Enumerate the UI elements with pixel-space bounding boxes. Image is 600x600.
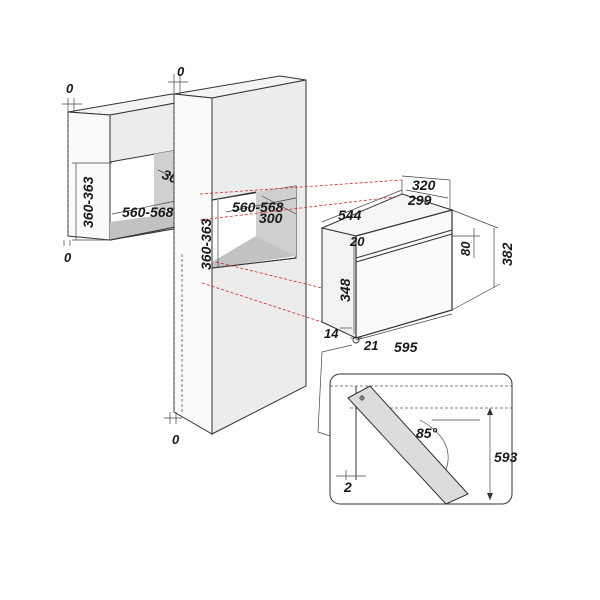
oven-panel-height-label: 80 [458, 241, 473, 256]
tall-bottom-gap-label: 0 [172, 432, 180, 447]
wall-top-gap-label: 0 [66, 81, 74, 96]
oven-front-top-label: 20 [349, 234, 365, 249]
wall-niche-height-label: 360-363 [80, 176, 96, 228]
tall-cabinet [173, 75, 307, 435]
wall-niche-width-label: 560-568 [122, 204, 174, 220]
tall-cabinet-dimension-lines [164, 74, 297, 424]
oven-width-label: 595 [394, 339, 418, 355]
tall-niche-width-label: 560-568 [232, 199, 284, 215]
oven-depth-total-label: 544 [338, 207, 362, 223]
door-angle-label: 85° [416, 425, 438, 441]
projection-lines [199, 179, 403, 323]
oven-dimension-lines [321, 175, 501, 341]
door-height-label: 593 [494, 449, 518, 465]
tall-niche-depth-label: 300 [259, 210, 283, 226]
oven-total-height-label: 382 [499, 242, 515, 266]
detail-callout [317, 336, 513, 505]
tall-top-gap-label: 0 [177, 64, 185, 79]
oven [320, 180, 454, 339]
oven-depth-b-label: 299 [407, 192, 432, 208]
door-gap-label: 2 [343, 479, 352, 495]
wall-bottom-gap-label: 0 [64, 250, 72, 265]
oven-body-height-label: 348 [337, 278, 353, 302]
tall-niche-height-label: 360-363 [198, 218, 214, 270]
oven-side-offset-label: 14 [324, 326, 339, 341]
oven-depth-a-label: 320 [412, 177, 436, 193]
oven-bottom-offset-label: 21 [363, 338, 378, 353]
